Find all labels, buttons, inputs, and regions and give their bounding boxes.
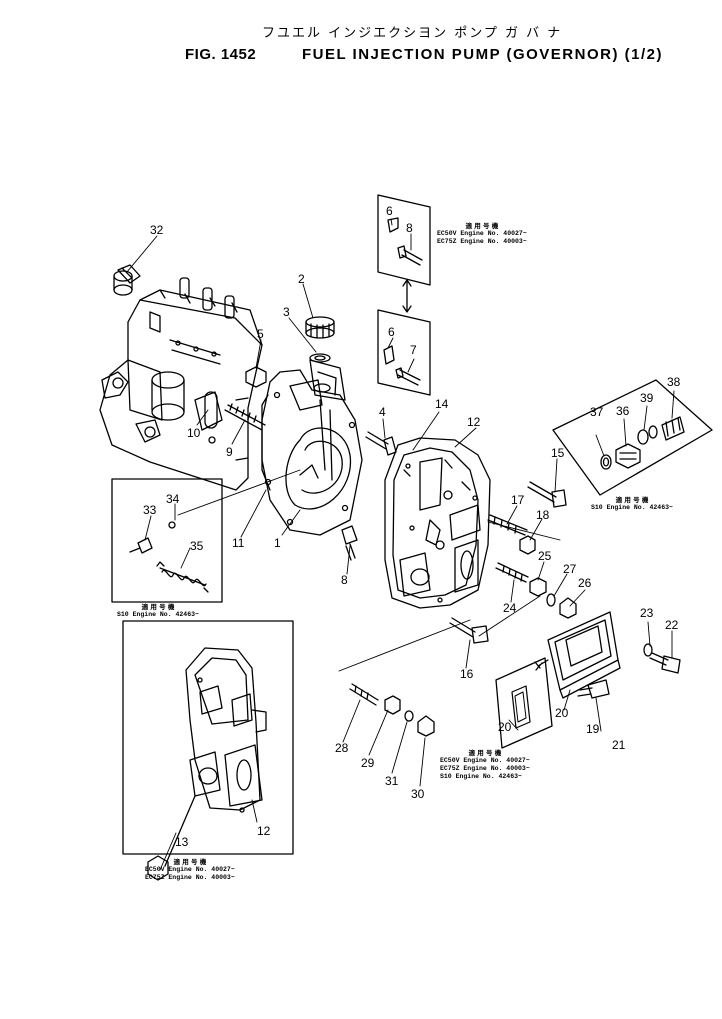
part-number-20-gasket: 20: [498, 720, 512, 734]
part-number-3: 3: [283, 305, 290, 319]
part-number-25: 25: [538, 549, 552, 563]
page-title: FUEL INJECTION PUMP (GOVERNOR) (1/2): [302, 46, 663, 63]
stud-17: [487, 514, 528, 536]
note-top: 適 用 号 機 EC50V Engine No. 40027~ EC75Z En…: [437, 222, 527, 245]
part-number-8-lower: 8: [341, 573, 348, 587]
part-number-29: 29: [361, 756, 375, 770]
part-number-9: 9: [226, 445, 233, 459]
part-number-6-top: 6: [386, 204, 393, 218]
part-number-28: 28: [335, 741, 349, 755]
note-left: 適 用 号 機 S10 Engine No. 42463~: [117, 603, 199, 618]
part-number-22: 22: [665, 618, 679, 632]
part-number-18: 18: [536, 508, 550, 522]
washer-23: [643, 643, 653, 657]
part-number-38: 38: [667, 375, 681, 389]
part-number-17: 17: [511, 493, 525, 507]
plug-and-ring: [305, 316, 335, 363]
part-number-7: 7: [410, 343, 417, 357]
part-number-35: 35: [190, 539, 204, 553]
injection-pump-body: [99, 264, 263, 491]
governor-housing: [261, 359, 363, 536]
stud-24: [495, 562, 529, 583]
part-number-37: 37: [590, 405, 604, 419]
part-number-4: 4: [379, 405, 386, 419]
part-number-8-top: 8: [406, 221, 413, 235]
part-number-11: 11: [232, 536, 245, 550]
figure-label: FIG. 1452: [185, 46, 257, 63]
part-number-27: 27: [563, 562, 577, 576]
bolt-8: [341, 525, 358, 545]
japanese-title: フユエル インジエクシヨン ポンプ ガ バ ナ: [262, 26, 563, 41]
part-number-31: 31: [385, 774, 399, 788]
part-number-10: 10: [187, 426, 201, 440]
part-number-26: 26: [578, 576, 592, 590]
leader-lines: [126, 218, 675, 871]
part-number-6-mid: 6: [388, 325, 395, 339]
bottom-note-box: [122, 620, 294, 881]
nut-25: [529, 577, 547, 597]
part-number-21: 21: [612, 738, 626, 752]
direction-arrow: [534, 659, 549, 671]
cap-32: [113, 270, 133, 296]
part-number-5: 5: [257, 327, 264, 341]
part-number-12-main: 12: [467, 415, 481, 429]
part-number-1: 1: [274, 536, 281, 550]
note-right: 適 用 号 機 S10 Engine No. 42463~: [591, 496, 673, 511]
note-bottom: 適 用 号 機 EC50V Engine No. 40027~ EC75Z En…: [145, 858, 235, 881]
part-number-14: 14: [435, 397, 449, 411]
part-number-13: 13: [175, 835, 189, 849]
part-number-36: 36: [616, 404, 630, 418]
bolt-15: [527, 481, 557, 503]
part-number-32: 32: [150, 223, 164, 237]
part-number-15: 15: [551, 446, 565, 460]
nut-26: [559, 597, 577, 619]
part-number-30: 30: [411, 787, 425, 801]
part-number-12-bottom: 12: [257, 824, 271, 838]
governor-cover: [384, 437, 491, 609]
part-number-16: 16: [460, 667, 474, 681]
top-note-box: [377, 194, 431, 396]
right-note-box: [552, 379, 713, 496]
part-number-39: 39: [640, 391, 654, 405]
part-number-20-plate: 20: [555, 706, 569, 720]
washer-27: [546, 593, 556, 607]
stud-9: [224, 404, 266, 431]
bolt-16: [449, 617, 476, 638]
bottom-small-parts: [349, 683, 435, 737]
part-number-24: 24: [503, 601, 517, 615]
part-number-2: 2: [298, 272, 305, 286]
gasket-20: [495, 657, 553, 749]
nut-18: [519, 535, 536, 555]
note-gasket: 適 用 号 機 EC50V Engine No. 40027~ EC75Z En…: [440, 749, 530, 780]
part-number-19: 19: [586, 722, 600, 736]
part-number-33: 33: [143, 503, 157, 517]
part-number-34: 34: [166, 492, 180, 506]
cover-plate-19: [547, 611, 621, 699]
bolt-22: [649, 652, 669, 666]
left-note-box: [111, 478, 223, 603]
part-number-23: 23: [640, 606, 654, 620]
